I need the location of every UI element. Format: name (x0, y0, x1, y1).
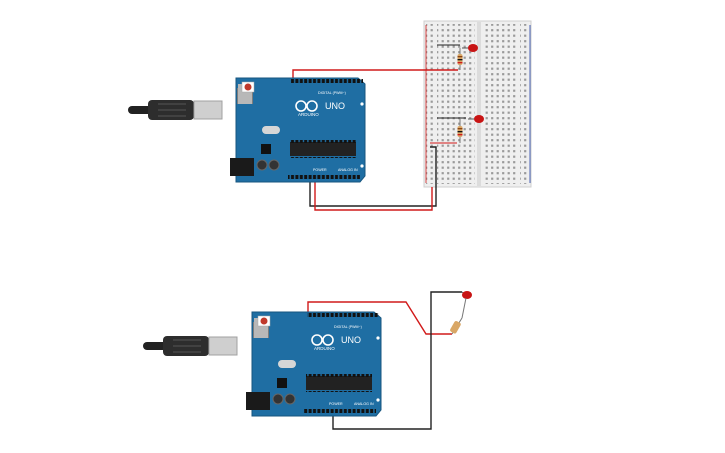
board-brand-label: ARDUINO (314, 346, 335, 351)
resistor-1[interactable] (457, 48, 463, 70)
arduino-board-bottom[interactable]: ARDUINO UNO DIGITAL (PWM~) POWER ANALOG … (246, 311, 382, 417)
board-brand-label: ARDUINO (298, 112, 319, 117)
breadboard[interactable] (423, 20, 532, 188)
led-2[interactable] (468, 115, 484, 123)
board-model-label: UNO (341, 335, 361, 345)
analog-header-label: ANALOG IN (338, 168, 358, 172)
digital-header-label: DIGITAL (PWM~) (334, 325, 362, 329)
analog-header-label: ANALOG IN (354, 402, 374, 406)
led-1[interactable] (462, 44, 478, 52)
usb-cable-bottom[interactable] (143, 336, 238, 356)
arduino-board-top[interactable]: ARDUINO UNO DIGITAL (PWM~) POWER ANALOG … (230, 77, 366, 183)
resistor-3[interactable] (449, 317, 463, 335)
board-model-label: UNO (325, 101, 345, 111)
usb-cable-top[interactable] (128, 100, 223, 120)
wire-red-pin-top[interactable] (292, 69, 458, 80)
bottom-circuit: ARDUINO UNO DIGITAL (PWM~) POWER ANALOG … (143, 291, 472, 430)
wire-black-gnd-bottom[interactable] (332, 291, 462, 430)
wire-black-gnd-top[interactable] (309, 146, 437, 207)
top-circuit: ARDUINO UNO DIGITAL (PWM~) POWER ANALOG … (128, 20, 532, 211)
led-3[interactable] (461, 291, 472, 319)
wire-red-5v-top[interactable] (314, 180, 433, 211)
resistor-2[interactable] (457, 119, 463, 143)
digital-header-label: DIGITAL (PWM~) (318, 91, 346, 95)
power-header-label: POWER (329, 402, 343, 406)
wire-red-pin-bottom[interactable] (307, 301, 452, 335)
power-header-label: POWER (313, 168, 327, 172)
